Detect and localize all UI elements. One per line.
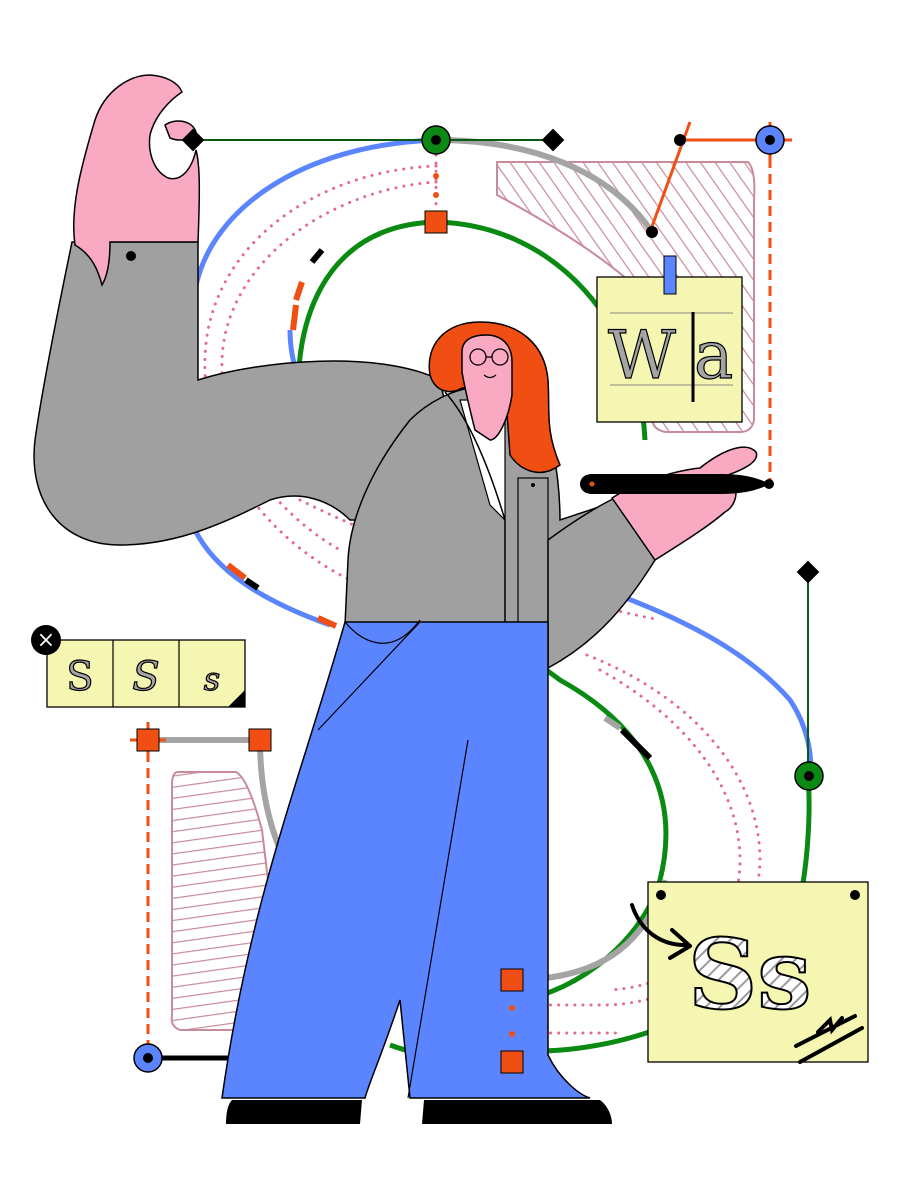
anchor-black-handle[interactable] <box>674 134 686 146</box>
left-shoe <box>226 1100 362 1124</box>
jacket-pocket <box>517 477 549 624</box>
corner-resize-icon[interactable] <box>228 690 245 707</box>
left-hand <box>72 74 201 287</box>
svg-text:s: s <box>204 660 220 698</box>
anchor-points[interactable] <box>133 125 824 1074</box>
smile <box>483 374 497 379</box>
card-pin <box>663 255 677 295</box>
gray-bezier-path <box>435 137 655 234</box>
curved-arrow-head <box>668 928 692 960</box>
jacket-lapel <box>444 391 506 625</box>
anchor-small-1[interactable] <box>433 173 439 179</box>
svg-text:S: S <box>132 654 159 700</box>
anchor-orange-top[interactable] <box>424 210 448 234</box>
style-option-lowercase[interactable]: s <box>203 659 221 698</box>
face <box>461 334 513 441</box>
scribble-mark <box>794 1014 864 1064</box>
anchor-small-4[interactable] <box>509 1031 515 1037</box>
orange-dashed-guides <box>146 158 772 1048</box>
sleeve-button <box>126 251 136 261</box>
handle-diamond-right[interactable] <box>796 560 820 584</box>
anchor-small-2[interactable] <box>433 192 439 198</box>
specimen-text-w: W <box>608 317 676 394</box>
anchor-orange-handle[interactable] <box>248 728 272 752</box>
bezier-handle-lines <box>193 139 809 780</box>
style-option-italic[interactable]: S <box>132 653 161 700</box>
pocket-button <box>531 483 535 487</box>
specimen-text-ss: Ss <box>688 918 811 1031</box>
glasses-icon <box>469 348 509 366</box>
specimen-card-top: W a <box>596 255 743 423</box>
specimen-card-bottom: Ss <box>647 881 869 1064</box>
path-accents <box>226 248 653 761</box>
style-option-regular[interactable]: S <box>66 653 95 700</box>
jacket-left-arm <box>33 241 471 546</box>
curved-arrow-icon <box>630 903 687 947</box>
pants <box>221 621 591 1099</box>
right-shoe <box>422 1100 612 1124</box>
style-picker-card[interactable]: S S s <box>46 639 246 708</box>
card-pin-left <box>656 890 666 900</box>
anchor-orange-bottom-1[interactable] <box>500 968 524 992</box>
anchor-orange-left[interactable] <box>136 728 160 752</box>
anchor-small-3[interactable] <box>509 1005 515 1011</box>
stylus-pen <box>580 474 770 494</box>
anchor-black-corner[interactable] <box>646 226 658 238</box>
pants-crease <box>407 739 469 1099</box>
card-pin-right <box>850 890 860 900</box>
anchor-orange-bottom-2[interactable] <box>500 1050 524 1074</box>
svg-text:S: S <box>66 654 93 700</box>
close-icon[interactable]: × <box>37 628 55 653</box>
pants-pocket-line <box>317 619 421 731</box>
stylus-tip <box>764 479 774 489</box>
stylus-light <box>589 481 595 487</box>
specimen-text-a: a <box>694 317 733 394</box>
jacket-right-arm <box>547 497 656 670</box>
close-button[interactable]: × <box>31 625 61 655</box>
